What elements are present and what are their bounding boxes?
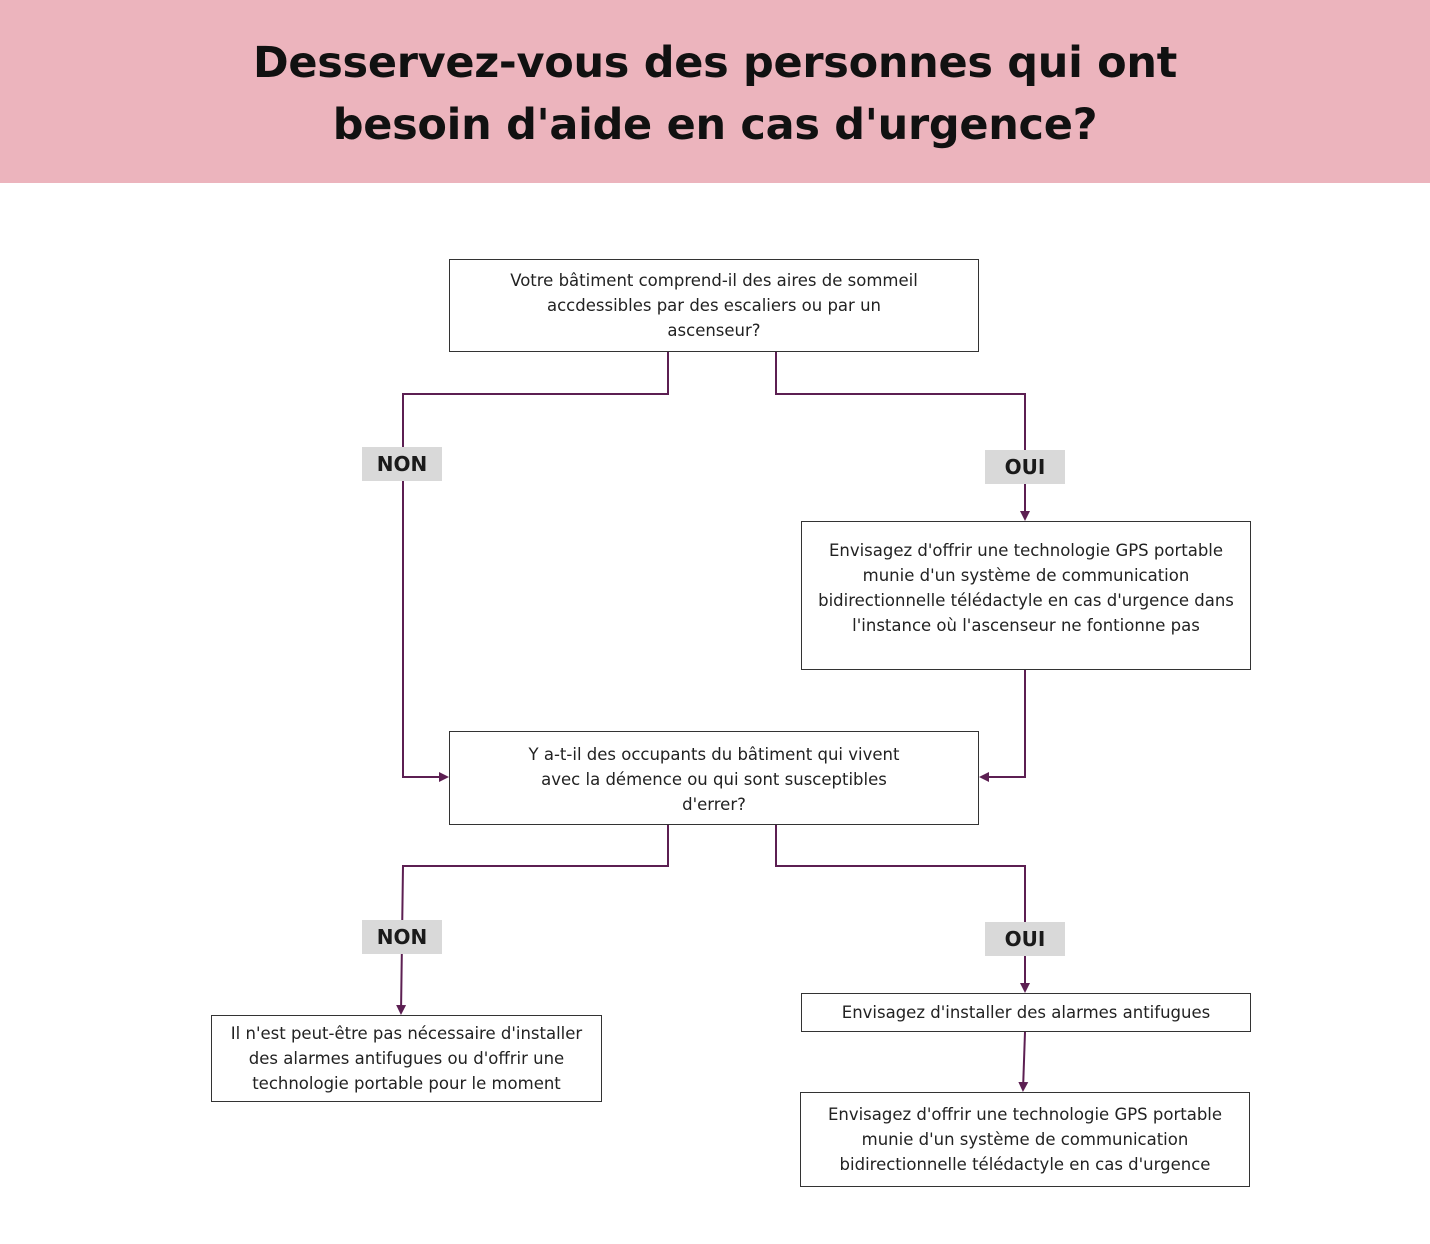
no-label: NON <box>362 447 442 481</box>
connector-q2-no <box>396 824 669 1015</box>
question-box-sleeping-areas: Votre bâtiment comprend-il des aires de … <box>449 259 979 352</box>
connector-gps-to-q2 <box>979 669 1026 782</box>
page-title: Desservez-vous des personnes qui ont bes… <box>253 37 1177 150</box>
recommendation-box-gps-elevator: Envisagez d'offrir une technologie GPS p… <box>801 521 1251 670</box>
recommendation-box-gps-portable: Envisagez d'offrir une technologie GPS p… <box>800 1092 1250 1187</box>
no-label: NON <box>362 920 442 954</box>
recommendation-text: Envisagez d'installer des alarmes antifu… <box>841 1003 1211 1022</box>
outcome-text: Il n'est peut-être pas nécessaire d'inst… <box>230 1024 583 1093</box>
title-banner: Desservez-vous des personnes qui ont bes… <box>0 0 1430 183</box>
yes-label: OUI <box>985 450 1065 484</box>
connector-q1-no <box>402 352 669 782</box>
yes-label: OUI <box>985 922 1065 956</box>
recommendation-text: Envisagez d'offrir une technologie GPS p… <box>818 541 1234 635</box>
connector-alarms-to-gps <box>1018 1031 1029 1092</box>
question-text: Y a-t-il des occupants du bâtiment qui v… <box>528 745 900 814</box>
recommendation-box-install-alarms: Envisagez d'installer des alarmes antifu… <box>801 993 1251 1032</box>
connector-q1-yes <box>775 352 1030 521</box>
question-text: Votre bâtiment comprend-il des aires de … <box>510 271 918 340</box>
question-box-dementia: Y a-t-il des occupants du bâtiment qui v… <box>449 731 979 825</box>
connector-q2-yes <box>775 824 1030 993</box>
outcome-box-not-needed: Il n'est peut-être pas nécessaire d'inst… <box>211 1015 602 1102</box>
recommendation-text: Envisagez d'offrir une technologie GPS p… <box>827 1105 1223 1174</box>
